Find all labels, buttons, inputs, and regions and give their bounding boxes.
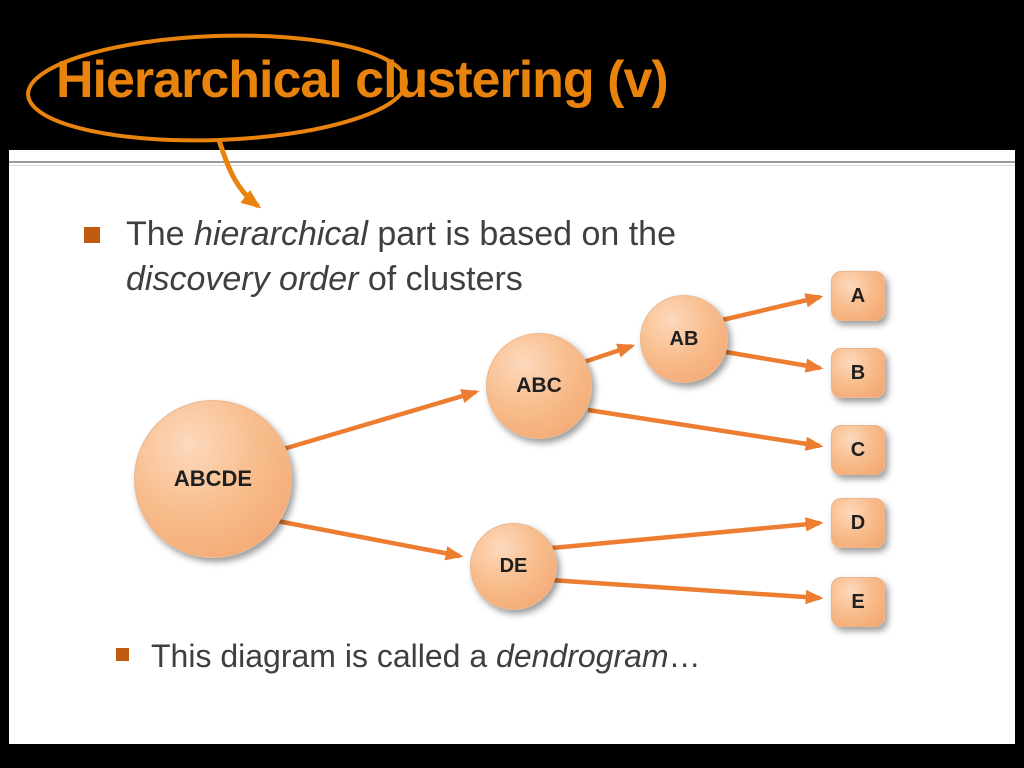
text-segment-italic: discovery order <box>126 259 359 298</box>
text-segment-italic: dendrogram <box>496 638 669 674</box>
text-segment: part is based on the <box>367 215 676 253</box>
header-separator-line-light <box>9 165 1015 166</box>
header-separator-line <box>9 161 1015 163</box>
node-ab: AB <box>640 295 728 383</box>
bullet-square-icon <box>84 227 100 243</box>
node-e: E <box>831 577 885 627</box>
text-segment: of clusters <box>358 259 523 298</box>
bullet-main-text: The hierarchical part is based on the di… <box>126 212 676 302</box>
text-segment-italic: hierarchical <box>194 215 368 253</box>
node-b: B <box>831 348 885 398</box>
node-a: A <box>831 271 885 321</box>
node-de: DE <box>470 523 557 610</box>
node-abc: ABC <box>486 333 592 439</box>
text-segment: The <box>126 215 195 253</box>
bullet-main-line1: The hierarchical part is based on the <box>126 212 676 257</box>
bullet-square-icon <box>116 648 129 661</box>
text-segment: … <box>668 638 701 674</box>
node-abcde: ABCDE <box>134 400 292 558</box>
node-c: C <box>831 425 885 475</box>
bullet-sub: This diagram is called a dendrogram… <box>116 636 701 678</box>
bullet-main-line2: discovery order of clusters <box>126 257 676 302</box>
bullet-sub-text: This diagram is called a dendrogram… <box>151 636 701 678</box>
slide-title: Hierarchical clustering (v) <box>56 51 669 109</box>
bullet-main: The hierarchical part is based on the di… <box>84 212 676 302</box>
text-segment: This diagram is called a <box>151 638 497 674</box>
node-d: D <box>831 498 885 548</box>
